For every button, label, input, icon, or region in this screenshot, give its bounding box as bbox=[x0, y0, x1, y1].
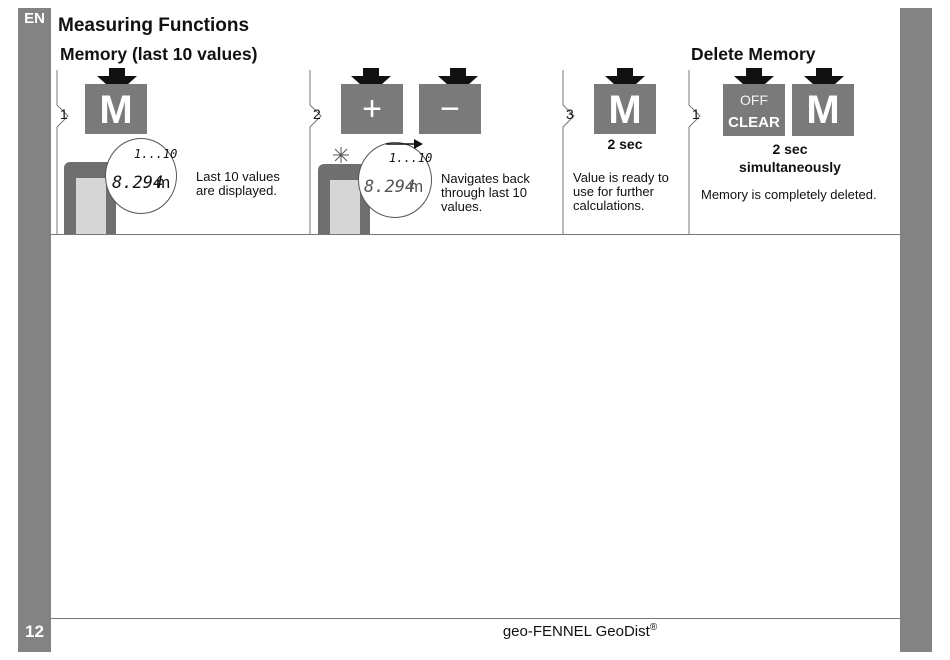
off-label: OFF bbox=[740, 92, 768, 108]
display-unit: m bbox=[156, 173, 171, 192]
down-arrow-icon bbox=[351, 68, 391, 94]
column-separator-4 bbox=[688, 70, 701, 234]
section-divider bbox=[51, 234, 900, 235]
step-description: Navigates back through last 10 values. bbox=[441, 171, 530, 214]
footer-product: geo-FENNEL GeoDist® bbox=[502, 622, 658, 640]
off-clear-button[interactable]: OFF CLEAR bbox=[723, 84, 785, 136]
minus-button[interactable]: − bbox=[419, 84, 481, 134]
step-description: Memory is completely deleted. bbox=[701, 187, 877, 202]
display-range: 1...10 bbox=[134, 147, 178, 161]
step-number: 1 bbox=[692, 106, 700, 122]
step-number: 2 bbox=[313, 106, 321, 122]
display-bubble: 1...10 8.294 m bbox=[105, 138, 177, 214]
language-tag: EN bbox=[24, 10, 45, 27]
down-arrow-icon bbox=[605, 68, 645, 94]
delete-memory-heading: Delete Memory bbox=[691, 44, 816, 64]
column-separator-3 bbox=[562, 70, 575, 234]
step-description: Value is ready to use for further calcul… bbox=[573, 170, 669, 213]
display-value: 8.294 bbox=[364, 177, 416, 197]
display-range: 1...10 bbox=[389, 151, 433, 165]
step-number: 3 bbox=[566, 106, 574, 122]
right-arrow-icon bbox=[386, 139, 423, 149]
column-separator-2 bbox=[309, 70, 322, 234]
step-description: Last 10 values are displayed. bbox=[196, 169, 280, 198]
down-arrow-icon bbox=[438, 68, 478, 94]
plus-button[interactable]: + bbox=[341, 84, 403, 134]
memory-button[interactable]: M bbox=[594, 84, 656, 134]
memory-button[interactable]: M bbox=[85, 84, 147, 134]
page-number: 12 bbox=[25, 622, 44, 641]
simultaneous-label: simultaneously bbox=[739, 159, 841, 175]
display-bubble: 1...10 8.294 m bbox=[358, 142, 432, 218]
down-arrow-icon bbox=[97, 68, 137, 94]
laser-star-icon bbox=[333, 147, 349, 163]
display-unit: m bbox=[409, 177, 424, 196]
step-number: 1 bbox=[60, 106, 68, 122]
column-separator-1 bbox=[56, 70, 69, 234]
right-sidebar bbox=[900, 8, 932, 652]
left-sidebar bbox=[18, 8, 51, 652]
duration-label: 2 sec bbox=[607, 136, 643, 152]
memory-heading: Memory (last 10 values) bbox=[60, 44, 258, 64]
memory-button[interactable]: M bbox=[792, 84, 854, 136]
down-arrow-icon bbox=[734, 68, 774, 94]
footer-divider bbox=[51, 618, 900, 619]
registered-mark: ® bbox=[649, 622, 658, 633]
display-value: 8.294 bbox=[112, 173, 164, 193]
down-arrow-icon bbox=[804, 68, 844, 94]
clear-label: CLEAR bbox=[728, 114, 780, 131]
duration-label: 2 sec bbox=[772, 141, 808, 157]
page-title: Measuring Functions bbox=[58, 15, 250, 36]
